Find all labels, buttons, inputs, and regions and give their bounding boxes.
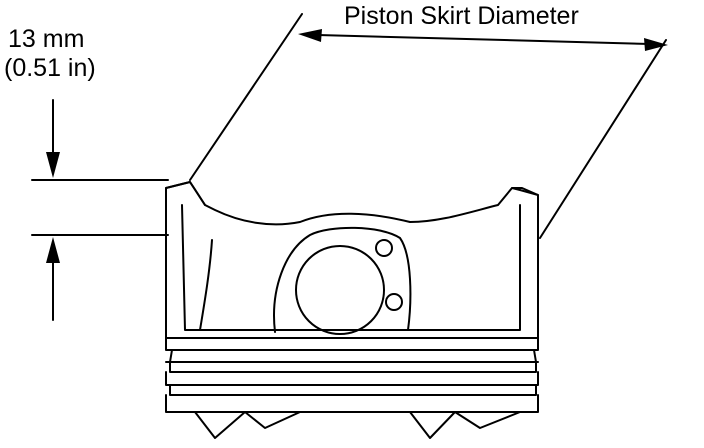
upper-measure-arrow <box>46 100 60 178</box>
piston-ring-lands <box>166 338 538 412</box>
piston-body <box>166 182 538 338</box>
lower-measure-arrow <box>46 237 60 320</box>
oil-hole-lower <box>386 294 402 310</box>
piston-pin-hole <box>296 246 384 334</box>
measurement-inch-label: (0.51 in) <box>4 54 96 82</box>
piston-bottom-profile <box>195 412 520 438</box>
diameter-dimension-arrow <box>298 29 668 51</box>
skirt-diameter-label: Piston Skirt Diameter <box>344 2 579 30</box>
oil-hole-upper <box>376 240 392 256</box>
left-extension-line <box>190 14 302 180</box>
piston-pin-boss <box>274 228 410 334</box>
measurement-mm-label: 13 mm <box>8 25 85 53</box>
right-extension-line <box>540 40 666 238</box>
